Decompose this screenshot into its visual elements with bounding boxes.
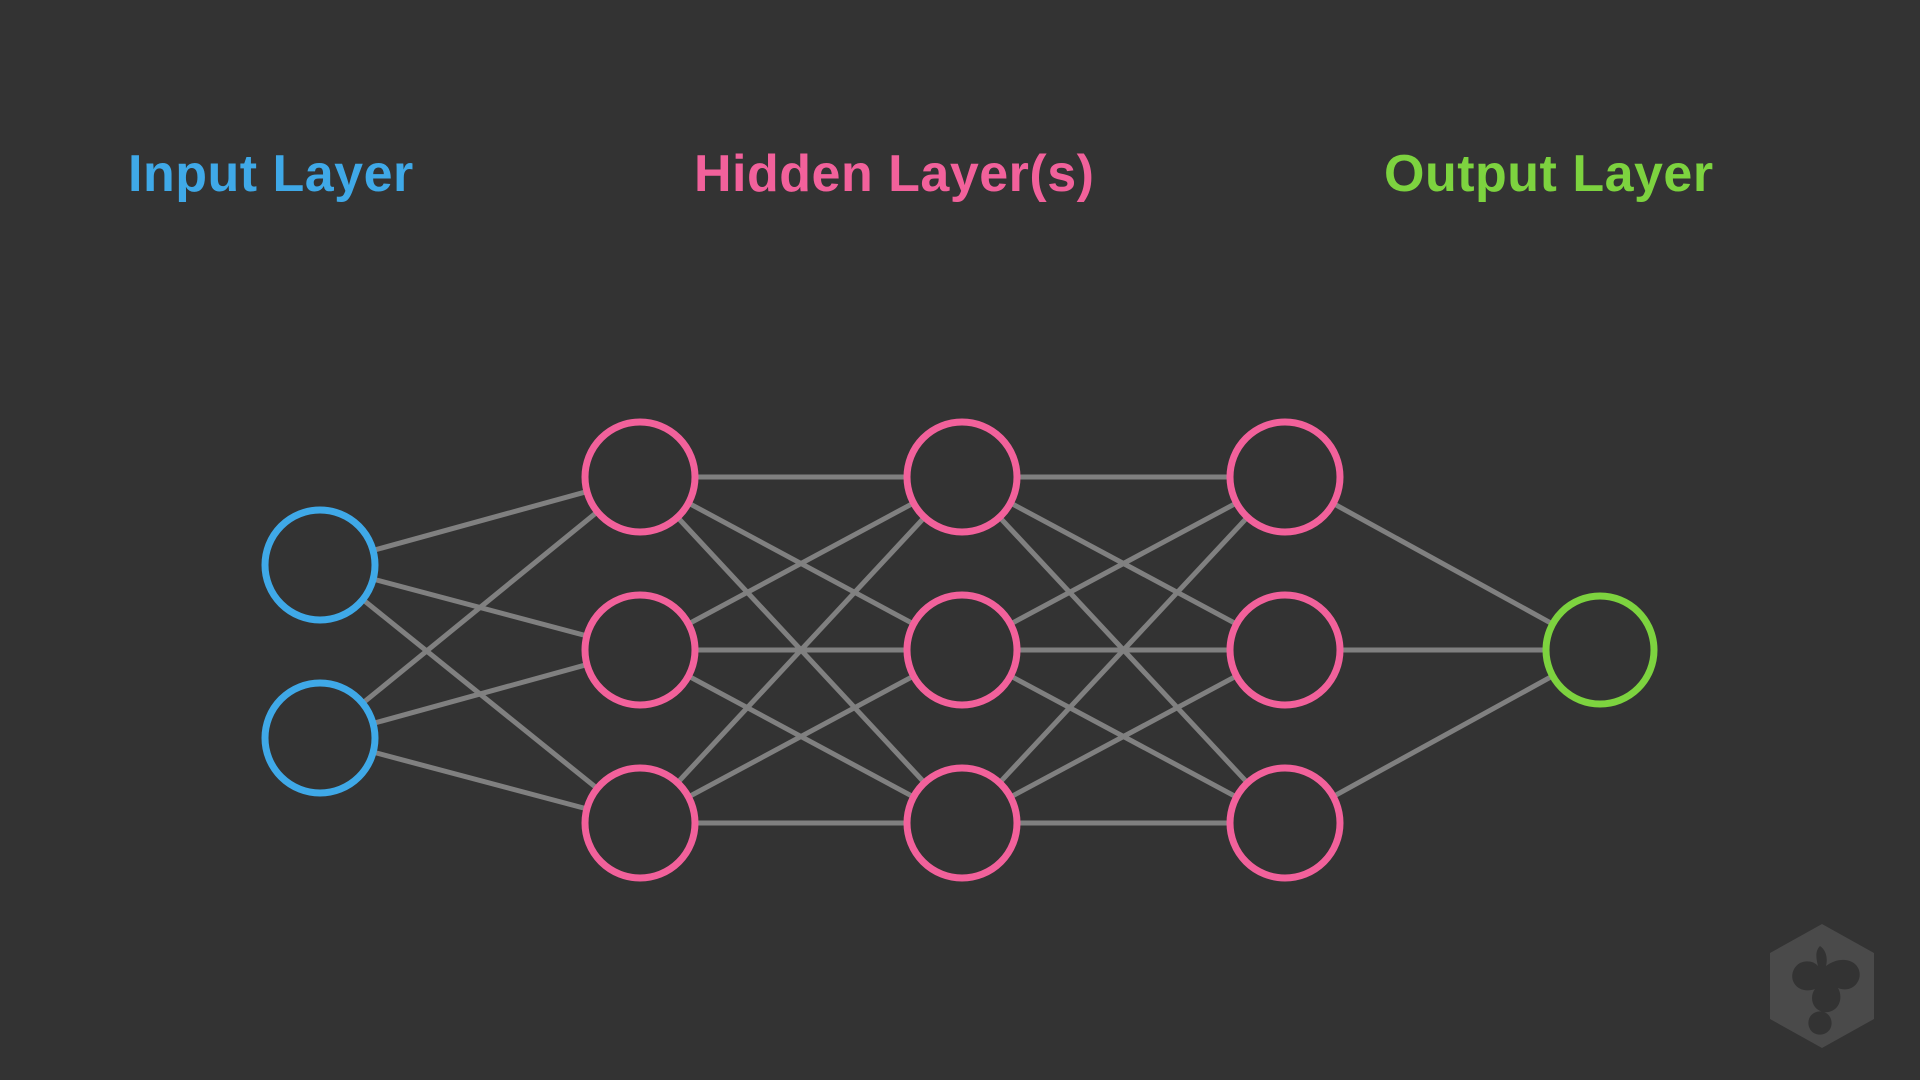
connection-edge (372, 662, 588, 726)
edges-group (361, 474, 1554, 826)
connection-edge (687, 500, 915, 627)
layer-label-output: Output Layer (1384, 145, 1714, 203)
neuron-node-hidden (1226, 591, 1344, 709)
neuron-node-hidden (903, 591, 1021, 709)
neuron-node-hidden (581, 418, 699, 536)
layer-label-input: Input Layer (128, 145, 414, 203)
connection-edge (997, 515, 1250, 785)
connection-edge (1332, 501, 1554, 627)
connection-edge (1332, 673, 1554, 799)
connection-edge (687, 673, 915, 800)
neuron-node-hidden (1226, 764, 1344, 882)
connection-edge (361, 509, 599, 706)
connection-edge (1009, 673, 1238, 800)
nodes-group (261, 418, 1658, 882)
neuron-node-hidden (581, 591, 699, 709)
connection-edge (372, 489, 588, 553)
neuron-node-input (261, 679, 379, 797)
connection-edge (675, 515, 927, 785)
layer-label-hidden: Hidden Layer(s) (694, 145, 1095, 203)
connection-edge (372, 749, 588, 812)
treehouse-logo-icon (1770, 924, 1874, 1048)
neuron-node-hidden (903, 764, 1021, 882)
neuron-node-hidden (1226, 418, 1344, 536)
neuron-node-output (1542, 592, 1658, 708)
neuron-node-hidden (903, 418, 1021, 536)
connection-edge (1009, 500, 1238, 627)
watermark-glyph (1792, 946, 1860, 1035)
neuron-node-input (261, 506, 379, 624)
neuron-node-hidden (581, 764, 699, 882)
